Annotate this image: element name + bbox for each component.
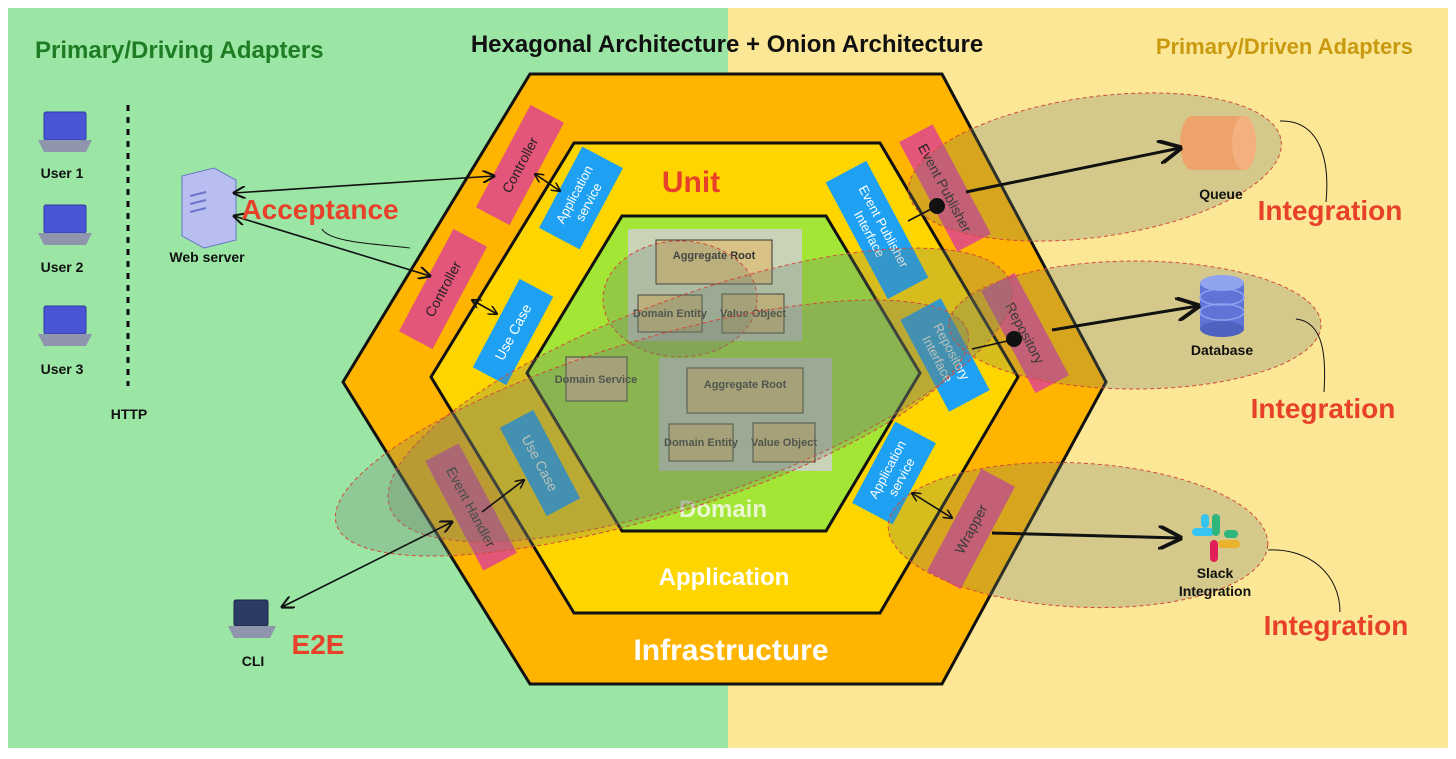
laptop-icon [43, 204, 87, 234]
acceptance-test-scope [387, 247, 1013, 543]
acceptance-callout [321, 228, 411, 249]
user-label: User 1 [41, 165, 84, 181]
value-object-label: Value Object [720, 308, 786, 320]
database-label: Database [1191, 342, 1253, 358]
cli-label: CLI [242, 653, 265, 669]
domain-service: Domain Service [555, 356, 638, 402]
database: Database [1191, 275, 1253, 358]
user-label: User 2 [41, 259, 84, 275]
left-header: Primary/Driving Adapters [35, 37, 324, 64]
aggregate-root-label: Aggregate Root [704, 379, 787, 391]
use-case-port-mid: Use Case [472, 278, 554, 386]
cli-client: CLI [228, 599, 276, 669]
controller-usecase-arrow [472, 300, 497, 314]
slack-icon [1192, 514, 1240, 562]
integration-test-label-database: Integration [1251, 393, 1396, 424]
cli-eventhandler-arrow [282, 522, 452, 607]
unit-test-scope [602, 240, 758, 358]
queue: Queue [1180, 116, 1256, 202]
domain-entity-bottom: Domain Entity [664, 423, 739, 462]
web-server: Web server [169, 167, 245, 265]
repository-interface-link [971, 339, 1013, 350]
repository-database-arrow [1051, 306, 1198, 332]
http-label: HTTP [111, 406, 148, 422]
integration-scope-database [948, 260, 1322, 390]
user-3: User 3 [38, 305, 92, 377]
integration-test-label-queue: Integration [1258, 195, 1403, 226]
queue-label: Queue [1199, 186, 1243, 202]
e2e-test-scope [334, 299, 970, 557]
user-2: User 2 [38, 204, 92, 275]
unit-test-label: Unit [662, 166, 720, 199]
test-scope-ellipses [334, 92, 1322, 609]
laptop-icon [43, 111, 87, 141]
laptop-icon [43, 305, 87, 335]
acceptance-test-label: Acceptance [241, 194, 398, 225]
domain-entity-top: Domain Entity [633, 294, 708, 333]
right-header: Primary/Driven Adapters [1156, 34, 1413, 59]
repository-connector-dot [1006, 331, 1022, 347]
publisher-queue-arrow [965, 148, 1180, 194]
queue-integration-callout [1279, 120, 1328, 203]
value-object-top: Value Object [720, 293, 786, 334]
slack-integration-callout [1267, 549, 1341, 613]
eventhandler-usecase-arrow [481, 480, 524, 513]
integration-test-label-slack: Integration [1264, 610, 1409, 641]
slack-integration: Slack Integration [1179, 514, 1251, 599]
server-icon [181, 167, 237, 249]
page-title: Hexagonal Architecture + Onion Architect… [471, 31, 983, 58]
event-publisher-adapter: Event Publisher [899, 124, 991, 252]
wrapper-slack-arrow [991, 533, 1180, 538]
slack-label-line-1: Slack [1197, 565, 1234, 581]
value-object-label: Value Object [751, 437, 817, 449]
appservice-wrapper-arrow [912, 493, 952, 518]
aggregate-root-bottom: Aggregate Root [686, 367, 804, 414]
webserver-controller-mid-arrow [234, 216, 430, 276]
connectors [234, 120, 1341, 613]
publisher-connector-dot [929, 198, 945, 214]
user-1: User 1 [38, 111, 92, 181]
database-integration-callout [1295, 318, 1326, 393]
value-object-bottom: Value Object [751, 422, 817, 463]
laptop-icon [233, 599, 269, 627]
domain-entity-label: Domain Entity [633, 308, 708, 320]
controller-appservice-arrow [535, 174, 560, 191]
aggregate-root-label: Aggregate Root [673, 250, 756, 262]
domain-service-label: Domain Service [555, 374, 638, 386]
webserver-controller-arrow [234, 176, 494, 193]
application-service-port-top: Application service [539, 146, 623, 250]
e2e-test-label: E2E [292, 629, 345, 660]
infrastructure-label: Infrastructure [633, 634, 828, 667]
domain-entity-label: Domain Entity [664, 437, 739, 449]
domain-label: Domain [679, 496, 767, 523]
slack-label-line-2: Integration [1179, 583, 1251, 599]
user-label: User 3 [41, 361, 84, 377]
application-label: Application [659, 564, 790, 591]
web-server-label: Web server [169, 249, 245, 265]
